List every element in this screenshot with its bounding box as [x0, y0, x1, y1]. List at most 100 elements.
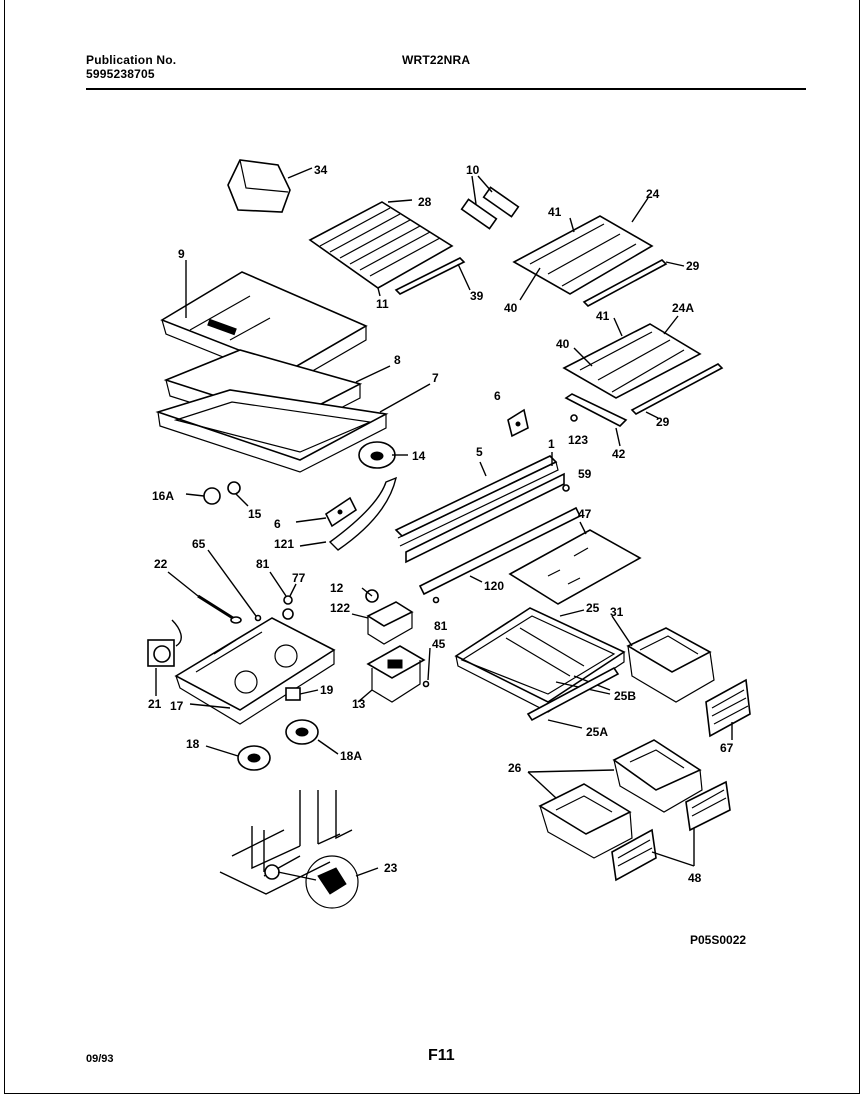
callout-28: 28	[418, 195, 432, 209]
callout-34: 34	[314, 163, 328, 177]
part-17-fan-housing	[174, 617, 336, 725]
part-10-rollers	[460, 175, 520, 230]
callout-13: 13	[352, 697, 366, 711]
part-39-strip	[394, 257, 471, 295]
callout-45: 45	[432, 637, 446, 651]
part-41-24a-shelf-lower	[562, 315, 702, 399]
part-65-screw	[207, 549, 262, 622]
callout-11: 11	[376, 297, 389, 311]
part-81-77-fasteners	[269, 571, 297, 620]
callout-25b: 25B	[614, 689, 636, 703]
callout-67: 67	[720, 741, 734, 755]
part-14-knob	[358, 441, 408, 469]
part-48-panels	[611, 780, 731, 882]
callout-47: 47	[578, 507, 592, 521]
part-16a-15-light	[185, 481, 249, 507]
callout-1: 1	[548, 437, 555, 451]
callout-14: 14	[412, 449, 426, 463]
callout-6-lower: 6	[274, 517, 281, 531]
callout-26: 26	[508, 761, 522, 775]
diagram-code: P05S0022	[690, 933, 747, 947]
callout-40-upper: 40	[504, 301, 518, 315]
publication-label: Publication No.	[86, 53, 177, 67]
callout-31: 31	[610, 605, 624, 619]
callout-29-upper: 29	[686, 259, 700, 273]
part-25a-strip	[526, 666, 620, 729]
part-47-glass-shelf	[508, 521, 642, 605]
callout-121: 121	[274, 537, 294, 551]
part-29-strip-upper	[582, 259, 685, 307]
part-26-pan-left	[527, 769, 633, 859]
callout-77: 77	[292, 571, 306, 585]
part-22-shaft	[167, 571, 242, 624]
part-25-crisper-cover	[454, 607, 626, 713]
callout-9: 9	[178, 247, 185, 261]
callout-42: 42	[612, 447, 626, 461]
part-21-motor	[147, 619, 182, 696]
callout-41-upper: 41	[548, 205, 562, 219]
footer-page: F11	[428, 1047, 455, 1064]
part-23-cabinet-detail	[219, 790, 379, 909]
callout-12: 12	[330, 581, 344, 595]
part-6-bracket-lower	[295, 496, 358, 528]
callout-18: 18	[186, 737, 200, 751]
part-13-housing	[357, 645, 426, 703]
callout-123: 123	[568, 433, 588, 447]
part-34-ice-bucket	[227, 159, 313, 213]
part-5-rail	[394, 455, 559, 547]
part-18-fan-blade	[205, 745, 271, 771]
part-31-bin	[611, 615, 715, 703]
callout-23: 23	[384, 861, 398, 875]
callout-48: 48	[688, 871, 702, 885]
part-1-rail	[405, 452, 565, 564]
callout-17: 17	[170, 699, 184, 713]
publication-number: 5995238705	[86, 67, 155, 81]
part-19-grommet	[285, 687, 319, 701]
callout-19: 19	[320, 683, 334, 697]
part-59-screw	[562, 484, 570, 492]
callout-59: 59	[578, 467, 592, 481]
callout-41-lower: 41	[596, 309, 610, 323]
callout-29-lower: 29	[656, 415, 670, 429]
callout-120: 120	[484, 579, 504, 593]
part-120-rail	[418, 506, 582, 596]
part-7-tray	[155, 383, 431, 473]
callout-40-lower: 40	[556, 337, 570, 351]
callout-81-left: 81	[256, 557, 270, 571]
part-42-rail	[564, 393, 628, 447]
callout-10: 10	[466, 163, 480, 177]
callout-18a: 18A	[340, 749, 362, 763]
callout-24: 24	[646, 187, 660, 201]
callout-21: 21	[148, 697, 162, 711]
callout-8-tray: 8	[394, 353, 401, 367]
part-18a-fan-blade	[285, 719, 339, 755]
callout-5: 5	[476, 445, 483, 459]
callout-22: 22	[154, 557, 168, 571]
callout-122: 122	[330, 601, 350, 615]
footer-date: 09/93	[86, 1053, 114, 1065]
callout-25: 25	[586, 601, 600, 615]
callout-25a: 25A	[586, 725, 608, 739]
part-123-screw	[570, 414, 578, 422]
callout-7: 7	[432, 371, 439, 385]
part-28-wire-shelf	[308, 199, 454, 297]
part-6-bracket-upper	[507, 408, 529, 438]
callout-16a: 16A	[152, 489, 174, 503]
part-26-pan-right	[612, 739, 703, 813]
part-45-81-screws	[422, 596, 440, 688]
callout-6-upper: 6	[494, 389, 501, 403]
part-122-box	[351, 601, 414, 645]
callout-15: 15	[248, 507, 262, 521]
part-41-24-shelf-upper	[512, 197, 654, 301]
callout-65: 65	[192, 537, 206, 551]
header-rule	[86, 88, 806, 90]
callout-39: 39	[470, 289, 484, 303]
page-frame	[4, 0, 860, 1094]
part-121-tube	[299, 476, 397, 551]
model-number: WRT22NRA	[402, 53, 471, 67]
part-29-strip-lower	[630, 363, 724, 419]
part-12-thermostat	[361, 587, 379, 603]
part-67-panel	[705, 678, 751, 740]
callout-81-right: 81	[434, 619, 448, 633]
